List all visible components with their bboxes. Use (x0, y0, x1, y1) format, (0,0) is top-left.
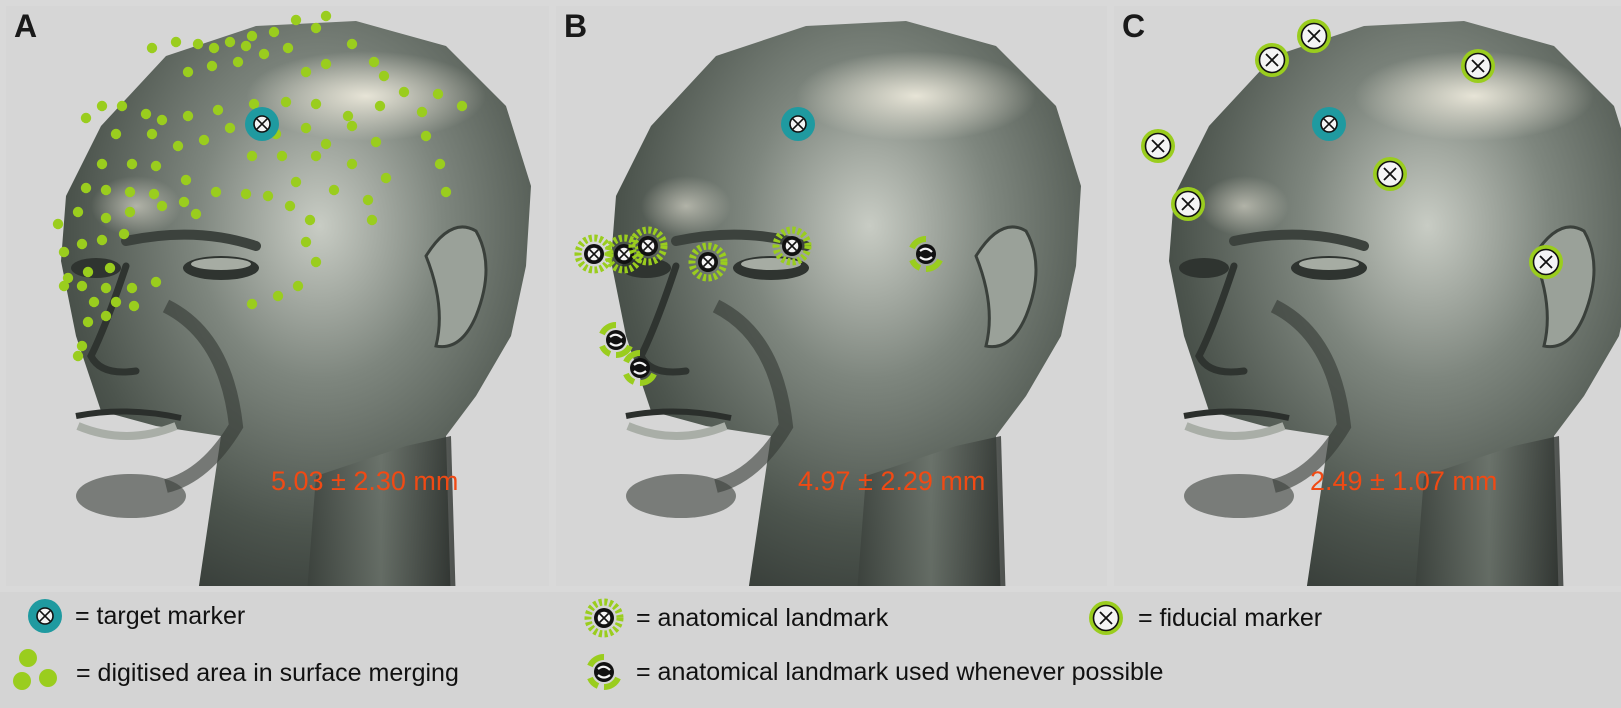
legend-anatomical-landmark: = anatomical landmark (582, 596, 888, 640)
registration-error: 2.49 ± 1.07 mm (1310, 466, 1497, 497)
legend-digitised-area: = digitised area in surface merging (10, 648, 459, 698)
fiducial-marker-icon (1084, 596, 1128, 640)
head-model-image (6, 6, 549, 586)
head-model-image (556, 6, 1107, 586)
panel-fiducial-markers: C 2.49 ± 1.07 mm (1114, 6, 1621, 586)
registration-error: 5.03 ± 2.30 mm (271, 466, 458, 497)
legend: = target marker = digitised area in surf… (0, 592, 1621, 708)
panel-letter: C (1122, 8, 1145, 45)
digitised-dots-icon (10, 648, 66, 698)
legend-anatomical-landmark-possible: = anatomical landmark used whenever poss… (582, 650, 1163, 694)
legend-fiducial-marker: = fiducial marker (1084, 596, 1322, 640)
panel-letter: B (564, 8, 587, 45)
target-marker-icon (25, 596, 65, 636)
partial-landmark-icon (582, 650, 626, 694)
panel-letter: A (14, 8, 37, 45)
head-model-image (1114, 6, 1621, 586)
legend-label: = anatomical landmark used whenever poss… (636, 658, 1163, 687)
legend-label: = anatomical landmark (636, 604, 888, 633)
legend-label: = digitised area in surface merging (76, 659, 459, 688)
anatomical-landmark-icon (582, 596, 626, 640)
panel-anatomical-landmarks: B 4.97 ± 2.29 mm (556, 6, 1107, 586)
registration-error: 4.97 ± 2.29 mm (798, 466, 985, 497)
panel-surface-merging: A 5.03 ± 2.30 mm (6, 6, 549, 586)
legend-label: = target marker (75, 602, 245, 631)
legend-target-marker: = target marker (25, 596, 245, 636)
legend-label: = fiducial marker (1138, 604, 1322, 633)
